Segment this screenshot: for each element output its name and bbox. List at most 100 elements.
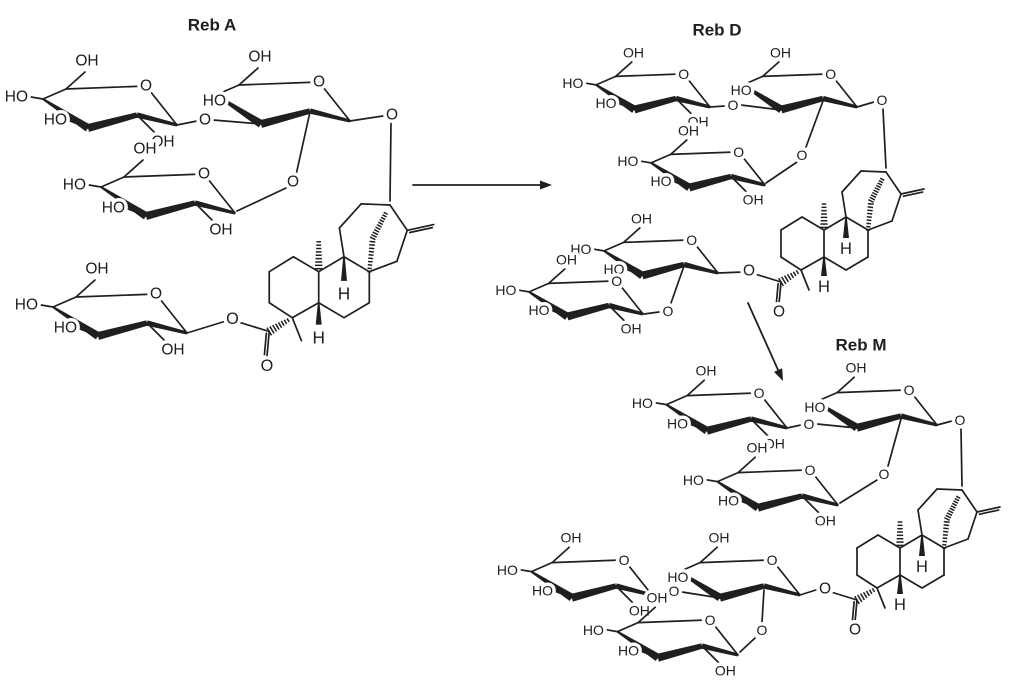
bond — [867, 212, 873, 215]
atom-label-c3-ho: HO — [604, 261, 625, 277]
atom-label-c3-ho: HO — [618, 643, 639, 659]
glycosidic-link: O — [739, 589, 771, 653]
atom-label-c3-ho: HO — [54, 320, 77, 337]
bold-bond — [718, 583, 765, 602]
bond — [614, 61, 633, 78]
glycosidic-link: O — [651, 580, 721, 603]
bond — [369, 236, 376, 241]
bond — [856, 594, 863, 603]
atom-label-ring-o: O — [754, 385, 765, 401]
bond — [372, 231, 379, 236]
bond — [369, 240, 376, 243]
bond — [675, 97, 694, 116]
bond — [917, 509, 923, 536]
atom-label-ester-o: O — [226, 310, 239, 328]
bond — [286, 318, 290, 323]
bond — [551, 309, 569, 318]
bond — [879, 177, 885, 181]
bond — [740, 500, 759, 509]
bold-bond — [855, 413, 902, 432]
bond — [554, 590, 573, 599]
atom-label-glycosidic-o: O — [877, 92, 888, 108]
atom-label-c4-ho: HO — [804, 399, 825, 415]
bold-bond — [309, 108, 351, 123]
bond — [873, 189, 879, 194]
bond — [877, 182, 883, 186]
bond — [699, 559, 773, 564]
glycosidic-link — [799, 588, 820, 596]
bond — [295, 111, 311, 176]
bond — [871, 588, 876, 593]
atom-label-c4-ho: HO — [203, 93, 226, 110]
atom-label-c6-oh: OH — [747, 439, 768, 455]
bond — [349, 115, 384, 122]
bond — [605, 628, 619, 633]
structure-reb-d: OOOOOHOHOHOOHOHOHOOHOHOHOOHOHOHOHOOHOHOH… — [492, 17, 925, 340]
bond — [212, 119, 262, 125]
bond — [899, 574, 923, 589]
atom-label-c3-ho: HO — [718, 493, 739, 509]
bond — [669, 151, 740, 156]
bond — [859, 593, 866, 601]
atom-label-c3-ho: HO — [651, 173, 672, 189]
atom-label-c4-ho: HO — [683, 472, 704, 488]
bond — [780, 276, 787, 285]
bond — [946, 512, 953, 517]
stereo-wedge — [341, 256, 347, 281]
bond — [65, 71, 86, 90]
atom-label-glycosidic-o: O — [757, 622, 768, 638]
bond — [786, 424, 802, 429]
bond — [383, 211, 389, 216]
atom-label-glycosidic-o: O — [669, 583, 680, 599]
bold-bond — [756, 493, 803, 512]
atom-label-glycosidic-o: O — [955, 412, 966, 428]
atom-label-c6-oh: OH — [623, 45, 644, 61]
bond — [921, 534, 945, 549]
bond — [943, 527, 949, 530]
bond — [795, 270, 800, 275]
atom-label-ring-o: O — [805, 462, 816, 478]
bond — [792, 271, 797, 277]
bond — [836, 389, 910, 394]
atom-label-c3-ho: HO — [44, 112, 67, 129]
bond — [730, 175, 749, 194]
bond — [518, 289, 530, 293]
bond — [867, 220, 893, 231]
bold-bond — [801, 493, 839, 507]
reaction-arrow-2 — [747, 302, 783, 381]
bond — [670, 265, 685, 304]
bond — [865, 590, 871, 597]
atom-label-c2-oh: OH — [151, 134, 174, 151]
stereo-wedge — [315, 302, 322, 325]
bold-bond — [730, 173, 766, 187]
atom-label-ring-o: O — [686, 232, 697, 248]
bond — [100, 176, 125, 188]
bond — [408, 226, 434, 234]
bond — [947, 509, 954, 514]
bond — [845, 256, 869, 271]
bold-bond — [570, 583, 617, 602]
atom-label-c4-ho: HO — [731, 82, 752, 98]
bond — [615, 280, 644, 315]
bond — [856, 101, 875, 108]
atom-label-c2-oh: OH — [688, 113, 709, 129]
bond — [783, 275, 790, 283]
atom-label-c6-oh: OH — [678, 123, 699, 139]
bond — [69, 120, 89, 129]
bold-bond — [608, 302, 644, 316]
bond — [882, 108, 887, 169]
bond — [272, 324, 278, 332]
bond — [530, 561, 553, 573]
atom-label-c5-h: H — [894, 596, 906, 614]
atom-label-c5-h: H — [312, 327, 324, 347]
bond — [950, 505, 956, 509]
bond — [716, 471, 739, 483]
atom-label-c9-h: H — [338, 284, 350, 304]
bond — [283, 319, 288, 325]
